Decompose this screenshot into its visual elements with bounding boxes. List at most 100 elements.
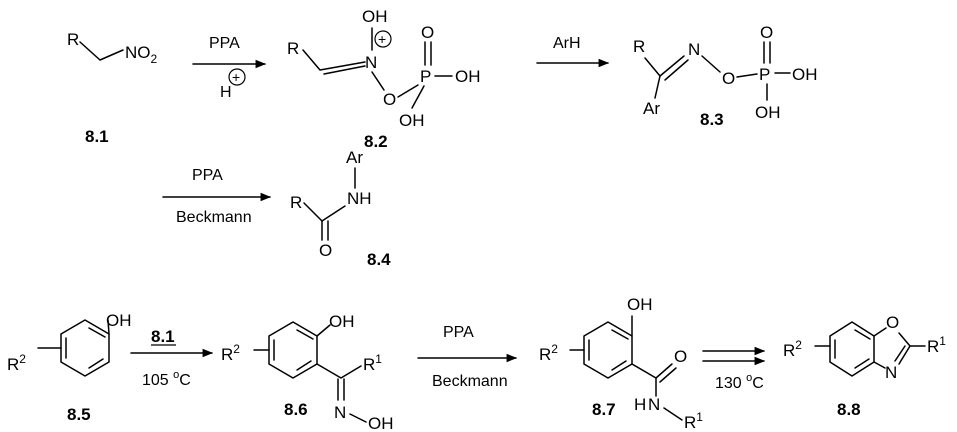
- compound-number: 8.8: [837, 400, 861, 419]
- arrow-condition: 105 oC: [142, 369, 191, 389]
- compound-8-6: OH R2 R1 N OH 8.6: [221, 312, 394, 432]
- plus-charge-symbol: +: [232, 69, 240, 85]
- r2-label: R2: [221, 342, 240, 364]
- compound-8-8: O N R1 R2 8.8: [783, 313, 946, 419]
- compound-number: 8.1: [85, 127, 109, 146]
- ar-label: Ar: [346, 148, 363, 167]
- c-o-bond: [873, 327, 887, 337]
- c-o-double-1: [655, 363, 673, 379]
- c-n-bond-1: [659, 55, 685, 77]
- c-n-bond-2: [664, 59, 689, 81]
- compound-8-7: OH R2 O H N R1 8.7: [539, 295, 703, 432]
- r-label: R: [287, 39, 299, 58]
- compound-number: 8.6: [284, 400, 308, 419]
- aromatic-bond: [296, 329, 314, 340]
- c-n-double-2: [894, 345, 906, 362]
- aromatic-bond: [88, 358, 104, 369]
- no2-label: NO2: [125, 43, 158, 66]
- plus-charge-circle: [374, 30, 392, 48]
- compound-number: 8.5: [67, 405, 91, 424]
- o-atom: O: [722, 69, 735, 88]
- r-label: R: [290, 193, 302, 212]
- compound-8-4: R O NH Ar 8.4: [290, 148, 391, 269]
- aromatic-bond: [296, 360, 312, 371]
- reaction-arrow-5: PPA Beckmann: [417, 324, 518, 390]
- n-atom: N: [334, 403, 346, 422]
- ring-n-bond: [873, 361, 886, 369]
- oh-label: OH: [106, 311, 132, 330]
- compound-number: 8.3: [700, 110, 724, 129]
- aromatic-bond: [611, 329, 629, 340]
- c-n-double-1: [898, 345, 911, 365]
- o-double-atom: O: [760, 23, 773, 42]
- aromatic-bond: [854, 358, 870, 369]
- compound-8-5: OH R2 8.5: [7, 311, 132, 424]
- reaction-arrow-1: PPA + H: [192, 35, 267, 101]
- oh-label: OH: [329, 312, 355, 331]
- c-oh-bond: [316, 324, 331, 337]
- arrow-reagent-top: 8.1: [151, 327, 175, 346]
- n-oh-label: OH: [368, 414, 394, 432]
- aromatic-bond: [88, 327, 106, 338]
- aromatic-bond: [611, 360, 627, 371]
- arrow-reagent-bottom: Beckmann: [432, 373, 508, 390]
- arrow-condition: 130 oC: [715, 372, 764, 392]
- bond-skeleton: [79, 41, 124, 61]
- arrow-reagent-bottom: H: [220, 84, 232, 101]
- n-atom: N: [648, 395, 660, 414]
- reaction-arrow-2: ArH: [536, 35, 610, 68]
- compound-number: 8.2: [364, 132, 388, 151]
- r-label: R: [633, 37, 645, 56]
- p-oh-bottom-bond: [411, 85, 425, 109]
- o-c-bond: [898, 332, 911, 347]
- r2-label: R2: [539, 342, 558, 364]
- arrow-reagent-bottom: Beckmann: [176, 209, 252, 226]
- reaction-arrow-6: 130 oC: [702, 346, 766, 392]
- plus-charge-circle: [228, 68, 246, 86]
- compound-8-1: R NO2 8.1: [67, 30, 158, 146]
- o-p-bond: [397, 84, 419, 98]
- p-atom: P: [420, 67, 431, 86]
- r2-label: R2: [7, 352, 26, 374]
- c-r1-bond: [316, 363, 362, 379]
- r2-label: R2: [783, 338, 802, 360]
- r1-label: R1: [684, 410, 703, 432]
- o-p-bond: [736, 73, 758, 78]
- r1-label: R1: [363, 352, 382, 374]
- oh-label: OH: [362, 7, 388, 26]
- h-label: H: [634, 395, 646, 414]
- aromatic-bond: [854, 329, 871, 340]
- o-atom: O: [383, 90, 396, 109]
- n-o-bond: [701, 55, 721, 73]
- p-oh-bottom-label: OH: [399, 111, 425, 130]
- n-oh-bond: [349, 413, 367, 423]
- double-bond: [323, 65, 366, 75]
- arrow-reagent-top: PPA: [443, 324, 474, 341]
- c-o-double-2: [659, 367, 677, 383]
- n-atom: N: [885, 363, 897, 382]
- o-atom: O: [319, 241, 332, 260]
- compound-8-2: R N + OH O P O OH OH 8.2: [287, 7, 481, 151]
- reaction-arrow-3: PPA Beckmann: [162, 167, 272, 226]
- p-atom: P: [759, 65, 770, 84]
- o-atom: O: [886, 313, 899, 332]
- plus-charge-symbol: +: [378, 31, 386, 47]
- bond-skeleton: [644, 57, 661, 99]
- benzene-ring: [583, 321, 633, 379]
- oh-label: OH: [627, 295, 653, 314]
- o-atom: O: [674, 347, 687, 366]
- compound-8-3: R Ar N O P O OH OH 8.3: [633, 23, 818, 129]
- benzene-ring: [60, 319, 110, 377]
- ar-label: Ar: [643, 99, 660, 118]
- r-label: R: [67, 30, 79, 49]
- benzene-ring: [268, 321, 318, 379]
- p-oh-label: OH: [792, 65, 818, 84]
- c-oh-bond: [107, 319, 110, 335]
- arrow-reagent-top: ArH: [553, 35, 581, 52]
- p-oh-bottom-label: OH: [755, 103, 781, 122]
- reaction-arrow-4: 8.1 105 oC: [130, 327, 214, 389]
- benzene-ring: [829, 321, 875, 377]
- r1-label: R1: [927, 334, 946, 356]
- ring-carbonyl-bond: [631, 363, 657, 379]
